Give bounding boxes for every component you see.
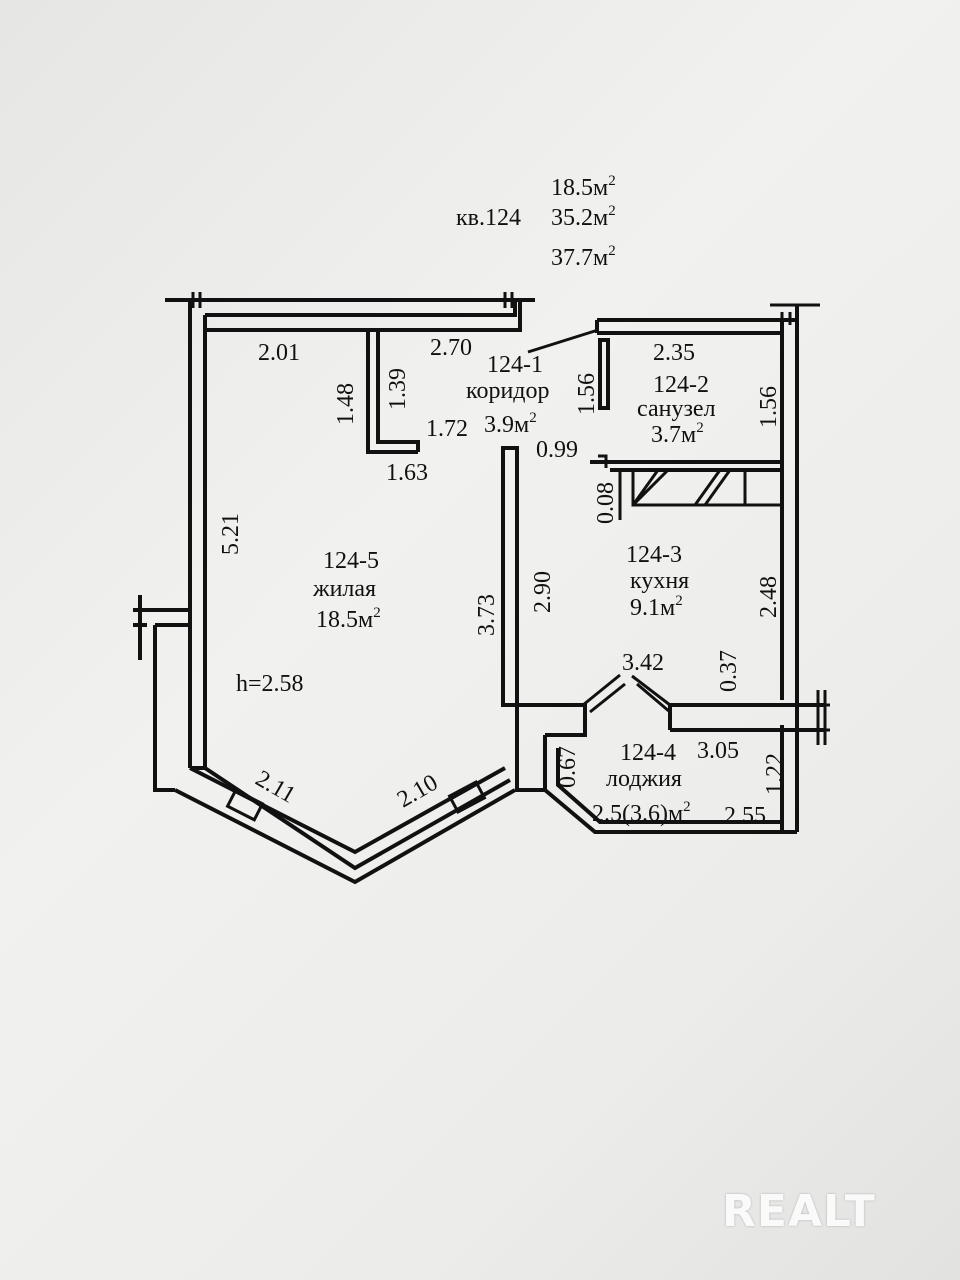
room-code: 124-2 bbox=[653, 372, 709, 398]
room-name: жилая bbox=[312, 576, 376, 602]
room-code: 124-3 bbox=[626, 542, 682, 568]
room-area: 3.9м2 bbox=[484, 410, 537, 438]
room-corridor: 124-1 коридор 3.9м2 bbox=[466, 352, 550, 438]
room-name: коридор bbox=[466, 378, 550, 404]
room-area: 3.7м2 bbox=[651, 420, 704, 448]
dim-label: 1.56 bbox=[574, 373, 600, 415]
dim-label: 2.48 bbox=[756, 576, 782, 618]
room-name: лоджия bbox=[606, 766, 682, 792]
dim-label: 1.39 bbox=[385, 368, 411, 410]
dim-label: 2.35 bbox=[653, 340, 695, 366]
room-code: 124-4 bbox=[620, 740, 676, 766]
walls bbox=[133, 292, 830, 885]
dim-label: 2.90 bbox=[530, 571, 556, 613]
dim-label: 0.37 bbox=[716, 650, 742, 692]
room-living: 124-5 жилая 18.5м2 bbox=[312, 548, 381, 633]
dim-label: 5.21 bbox=[218, 513, 244, 555]
dim-label: 0.08 bbox=[593, 482, 619, 524]
room-name: санузел bbox=[637, 396, 716, 422]
room-area: 18.5м2 bbox=[316, 605, 381, 633]
dim-label: 3.73 bbox=[474, 594, 500, 636]
dim-label: 0.67 bbox=[555, 746, 581, 788]
room-code: 124-1 bbox=[487, 352, 543, 378]
dim-label: 3.42 bbox=[622, 650, 664, 676]
dim-label: 1.48 bbox=[333, 383, 359, 425]
area-living-total: 18.5м2 bbox=[551, 173, 616, 201]
dim-label: 1.72 bbox=[426, 416, 468, 442]
dim-label: 2.01 bbox=[258, 340, 300, 366]
dim-label: 1.22 bbox=[762, 753, 788, 795]
realt-watermark-logo: REALT bbox=[722, 1186, 876, 1237]
ceiling-height: h=2.58 bbox=[236, 671, 304, 697]
dim-label: 1.56 bbox=[756, 386, 782, 428]
dim-label: 3.05 bbox=[697, 738, 739, 764]
area-with-loggia: 37.7м2 bbox=[551, 243, 616, 271]
dim-label: 1.63 bbox=[386, 460, 428, 486]
dim-label: 2.70 bbox=[430, 335, 472, 361]
room-name: кухня bbox=[630, 568, 689, 594]
room-loggia: 124-4 лоджия 2.5(3.6)м2 bbox=[592, 740, 691, 827]
room-kitchen: 124-3 кухня 9.1м2 bbox=[626, 542, 689, 621]
room-area: 9.1м2 bbox=[630, 593, 683, 621]
room-code: 124-5 bbox=[323, 548, 379, 574]
room-bathroom: 124-2 санузел 3.7м2 bbox=[637, 372, 716, 448]
area-total: 35.2м2 bbox=[551, 203, 616, 231]
apartment-number: кв.124 bbox=[456, 205, 521, 231]
dim-label: 0.99 bbox=[536, 437, 578, 463]
room-area: 2.5(3.6)м2 bbox=[592, 799, 691, 827]
dim-label: 2.55 bbox=[724, 803, 766, 829]
